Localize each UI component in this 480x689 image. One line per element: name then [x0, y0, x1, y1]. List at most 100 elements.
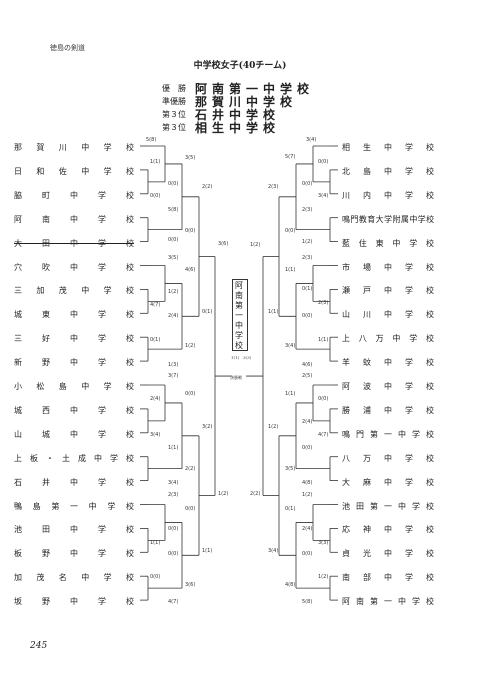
team-left: 城西中学校 [14, 405, 134, 415]
team-right: 鳴門第一中学校 [342, 429, 434, 439]
team-left: 坂野中学校 [14, 597, 134, 607]
match-score: 5(7) [285, 154, 295, 160]
book-title: 徳島の剣道 [50, 44, 85, 52]
team-right: 藍住東中学校 [342, 238, 434, 248]
match-score: 2(2) [202, 184, 212, 190]
final-score-right: 3(3) [243, 355, 252, 360]
match-score: 0(1) [285, 506, 295, 512]
match-score: 1(2) [250, 242, 260, 248]
result-label: 準優勝 [162, 97, 186, 106]
team-right: 山川中学校 [342, 310, 434, 320]
team-left: 小松島中学校 [14, 382, 134, 391]
match-score: 3(7) [168, 373, 178, 379]
page-title: 中学校女子(40チーム) [193, 61, 287, 71]
match-score: 3(3) [318, 540, 328, 546]
match-score: 5(8) [146, 137, 156, 143]
match-score: 1(1) [150, 540, 160, 546]
match-score: 0(0) [150, 193, 160, 199]
result-name: 相生中学校 [195, 121, 281, 135]
match-score: 3(4) [306, 137, 316, 143]
match-score: 3(6) [185, 582, 195, 588]
team-right: 南部中学校 [342, 573, 434, 583]
match-score: 2(4) [302, 419, 312, 425]
match-score: 1(2) [302, 239, 312, 245]
match-score: 2(5) [302, 373, 312, 379]
match-score: 2(2) [250, 491, 260, 497]
match-score: 0(1) [202, 309, 212, 315]
match-score: 1(2) [318, 574, 328, 580]
match-score: 3(6) [218, 241, 228, 247]
match-score: 4(7) [318, 432, 328, 438]
team-right: 北島中学校 [342, 166, 434, 176]
team-left: 三好中学校 [14, 334, 134, 344]
match-score: 4(6) [185, 267, 195, 273]
match-score: 3(2) [202, 424, 212, 430]
team-right: 瀬戸中学校 [342, 286, 434, 296]
team-left: 穴吹中学校 [14, 262, 134, 272]
match-score: 0(0) [168, 181, 178, 187]
match-score: 2(4) [150, 396, 160, 402]
match-score: 2(3) [302, 255, 312, 261]
match-score: 2(2) [185, 466, 195, 472]
team-left: 上板・土成中学校 [14, 453, 134, 463]
team-left: 日和佐中学校 [14, 166, 134, 176]
match-score: 1(1) [285, 267, 295, 273]
team-left: 三加茂中学校 [14, 286, 134, 296]
match-score: 0(0) [302, 313, 312, 319]
match-score: 0(0) [185, 228, 195, 234]
match-score: 3(4) [150, 432, 160, 438]
team-right: 上八万中学校 [342, 334, 434, 344]
match-score: 1(2) [168, 289, 178, 295]
result-label: 優 勝 [162, 84, 186, 93]
match-score: 1(1) [318, 337, 328, 343]
match-score: 0(0) [168, 526, 178, 532]
match-score: 3(5) [185, 155, 195, 161]
champion-box [232, 279, 248, 351]
team-left: 新野中学校 [14, 358, 134, 368]
match-score: 2(4) [168, 313, 178, 319]
team-right: 羊蚊中学校 [342, 358, 434, 368]
champion-name: 阿南第一中学校 [235, 281, 243, 350]
result-label: 第３位 [162, 123, 186, 132]
match-score: 3(4) [168, 480, 178, 486]
team-right: 貞光中学校 [342, 549, 434, 559]
match-score: 1(1) [150, 159, 160, 165]
final-caption: 決勝戦 [230, 375, 242, 380]
match-score: 2(3) [268, 184, 278, 190]
match-score: 1(1) [285, 391, 295, 397]
team-left: 鴨島第一中学校 [14, 501, 134, 511]
match-score: 5(8) [168, 207, 178, 213]
match-score: 0(0) [168, 237, 178, 243]
match-score: 4(6) [302, 362, 312, 368]
result-name: 那賀川中学校 [195, 95, 298, 109]
team-left: 板野中学校 [14, 549, 134, 559]
team-left: 山城中学校 [14, 429, 134, 439]
team-right: 勝浦中学校 [342, 405, 434, 415]
team-right: 大麻中学校 [342, 477, 434, 487]
match-score: 2(3) [318, 300, 328, 306]
match-score: 2(3) [168, 492, 178, 498]
team-left: 大田中学校 [14, 238, 134, 248]
match-score: 3(5) [168, 255, 178, 261]
match-score: 5(8) [302, 599, 312, 605]
match-score: 0(0) [302, 445, 312, 451]
match-score: 3(5) [285, 466, 295, 472]
team-right: 川内中学校 [342, 190, 434, 200]
team-right: 市場中学校 [342, 262, 434, 272]
match-score: 0(0) [285, 228, 295, 234]
team-right: 阿波中学校 [342, 382, 434, 391]
match-score: 0(0) [302, 181, 312, 187]
team-left: 城東中学校 [14, 310, 134, 320]
match-score: 1(1) [168, 445, 178, 451]
team-right: 応神中学校 [342, 525, 434, 535]
match-score: 0(0) [318, 159, 328, 165]
team-left: 石井中学校 [14, 477, 134, 487]
match-score: 0(0) [168, 551, 178, 557]
match-score: 1(2) [302, 492, 312, 498]
result-label: 第３位 [162, 110, 186, 119]
match-score: 3(4) [285, 343, 295, 349]
match-score: 1(2) [218, 491, 228, 497]
match-score: 4(8) [302, 480, 312, 486]
team-left: 那賀川中学校 [14, 143, 134, 152]
